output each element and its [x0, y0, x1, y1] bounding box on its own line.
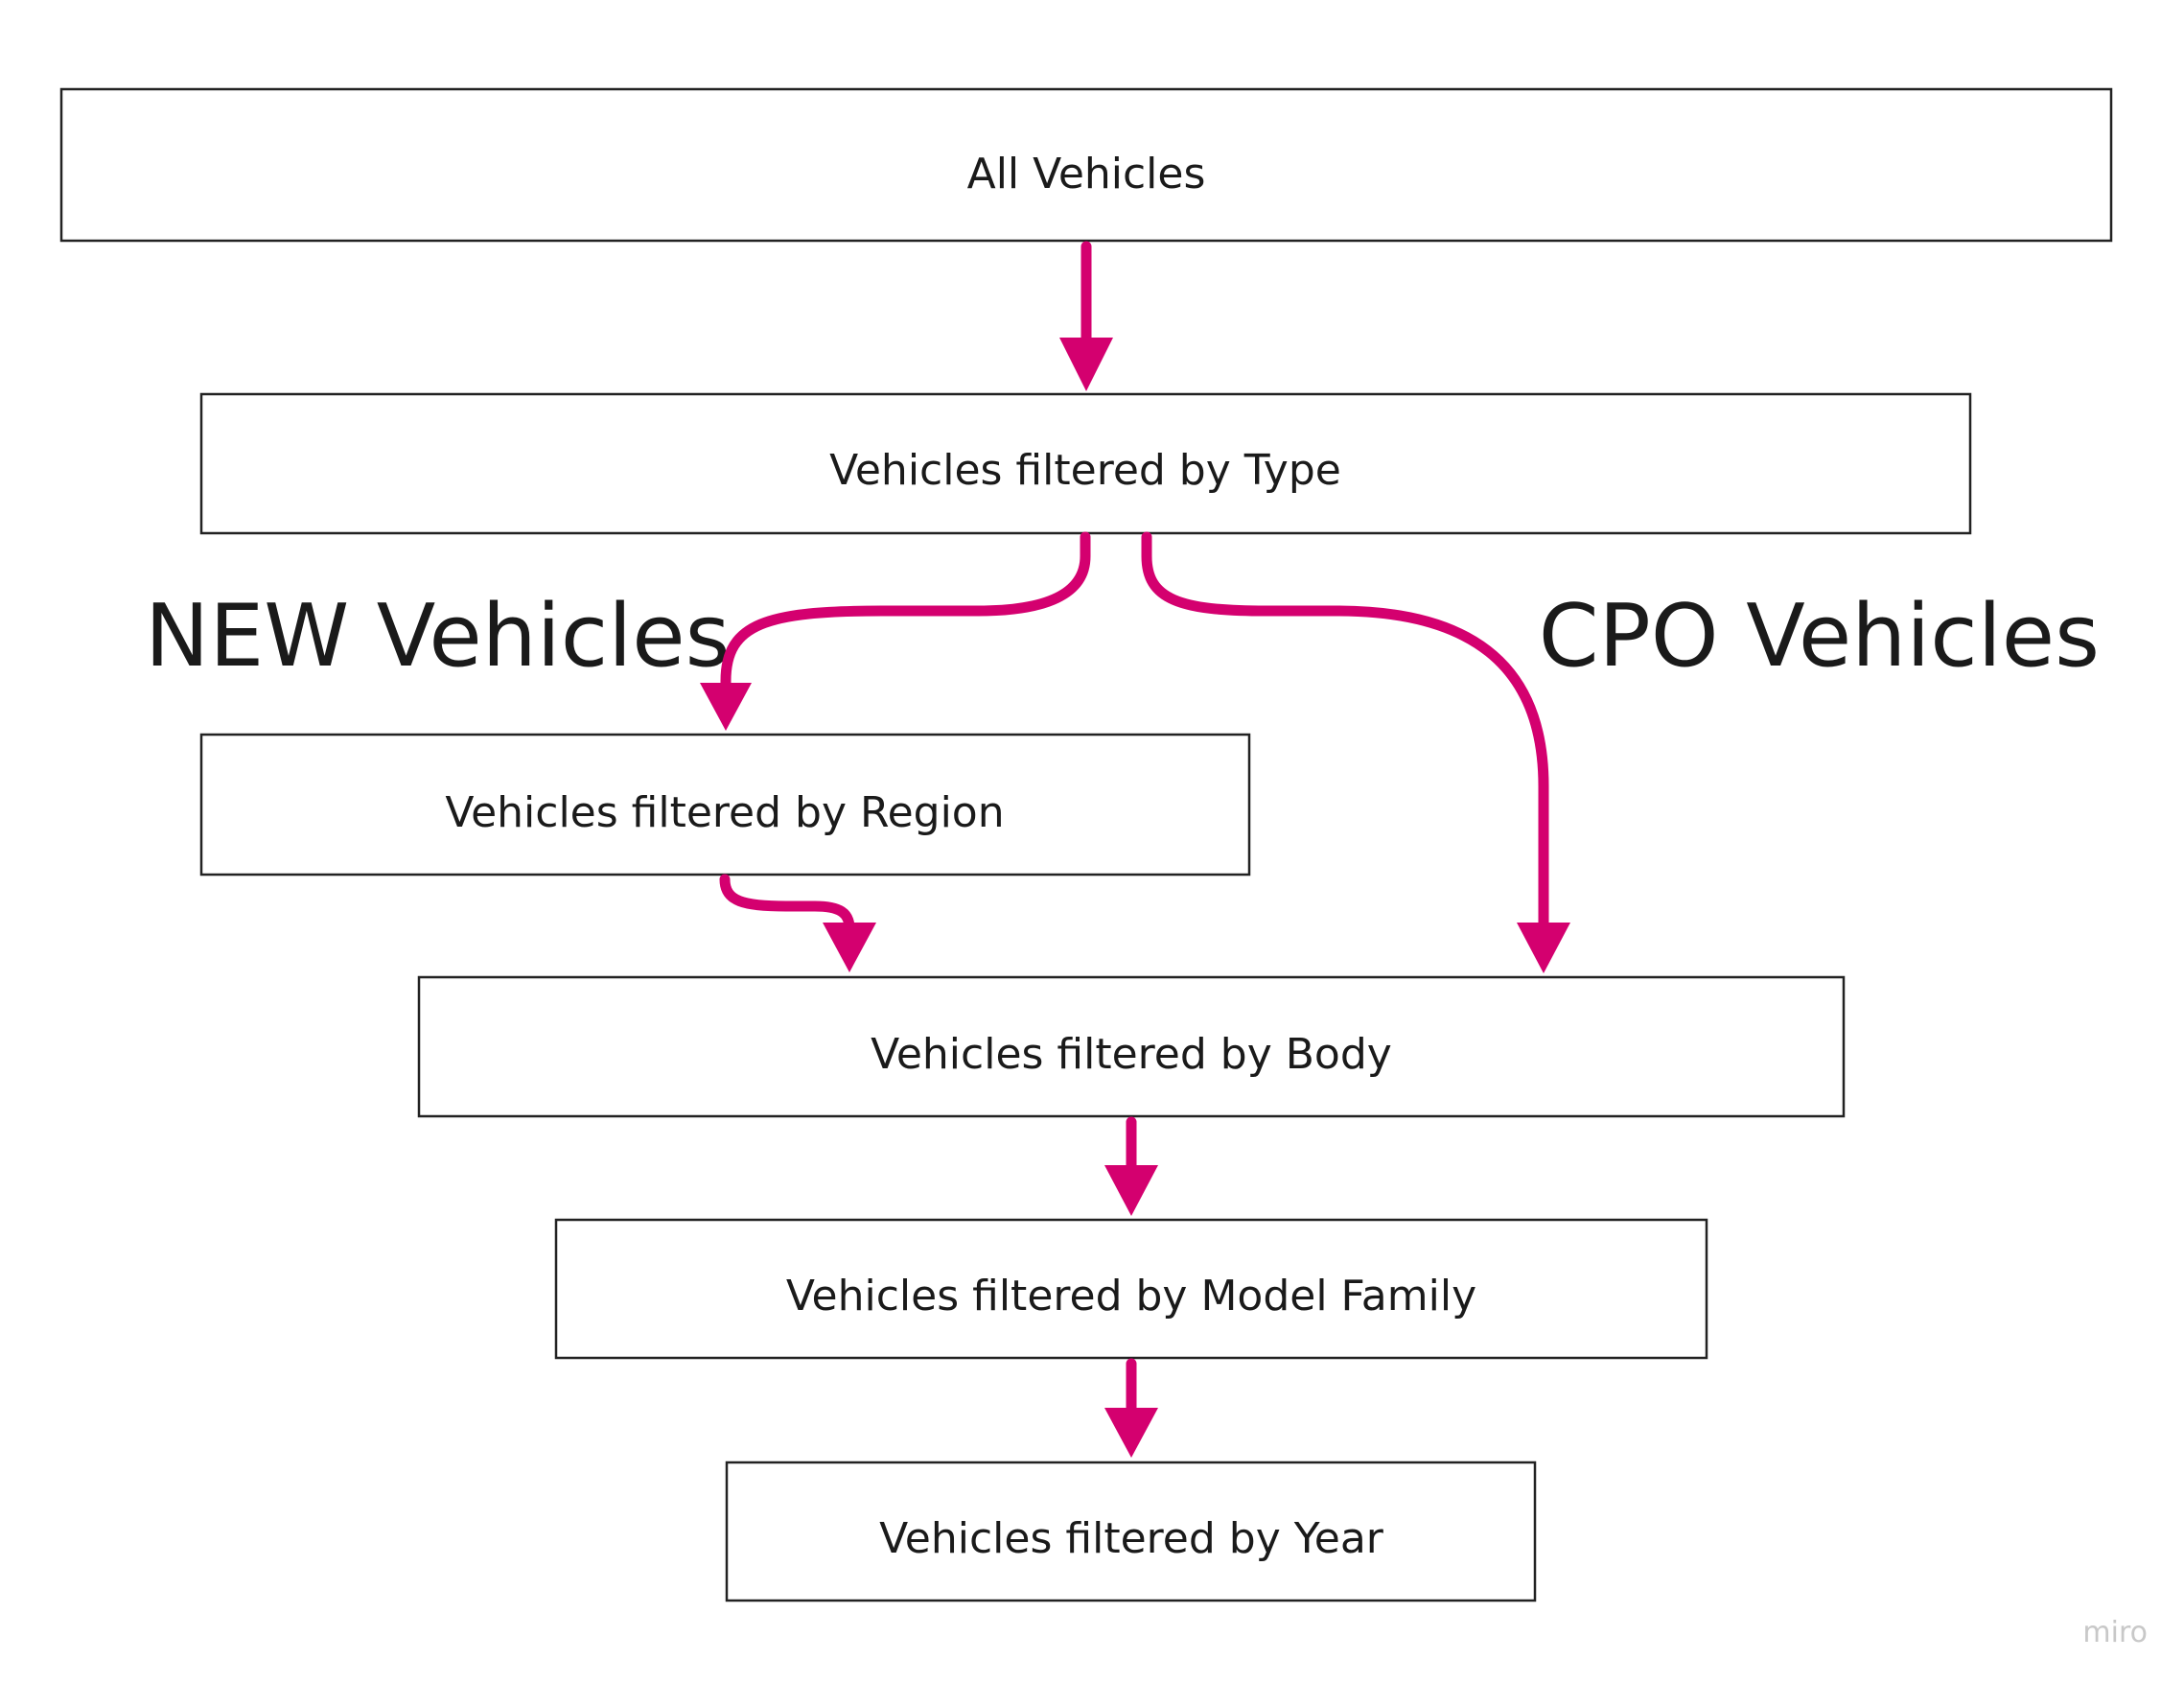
arrow-type-to-region-line: [720, 531, 1091, 692]
arrow-type-to-body-cpo-head: [1517, 923, 1570, 973]
node-all-vehicles-label: All Vehicles: [967, 150, 1206, 199]
arrow-model-family-to-year-head: [1104, 1408, 1158, 1458]
node-all-vehicles-box: [59, 87, 2113, 243]
arrow-type-to-body-cpo-line: [1141, 531, 1549, 931]
miro-watermark: miro: [2082, 1616, 2148, 1649]
arrow-all-to-type-head: [1059, 338, 1113, 391]
arrow-region-to-body-line: [719, 874, 855, 934]
node-region-label: Vehicles filtered by Region: [445, 788, 1004, 837]
node-region-box: [199, 733, 1251, 877]
arrow-type-to-region-head: [700, 683, 752, 731]
arrow-region-to-body-head: [823, 923, 876, 972]
arrow-body-to-model-family-head: [1104, 1165, 1158, 1216]
node-type-box: [199, 392, 1972, 535]
node-type-label: Vehicles filtered by Type: [829, 446, 1341, 495]
branch-label-cpo: CPO Vehicles: [1539, 586, 2100, 687]
node-body-label: Vehicles filtered by Body: [871, 1030, 1392, 1079]
node-year-label: Vehicles filtered by Year: [879, 1514, 1384, 1563]
branch-label-new: NEW Vehicles: [145, 586, 731, 687]
node-body-box: [417, 975, 1846, 1118]
node-model-family-box: [554, 1218, 1708, 1360]
node-year-box: [725, 1461, 1537, 1602]
node-model-family-label: Vehicles filtered by Model Family: [786, 1272, 1476, 1321]
